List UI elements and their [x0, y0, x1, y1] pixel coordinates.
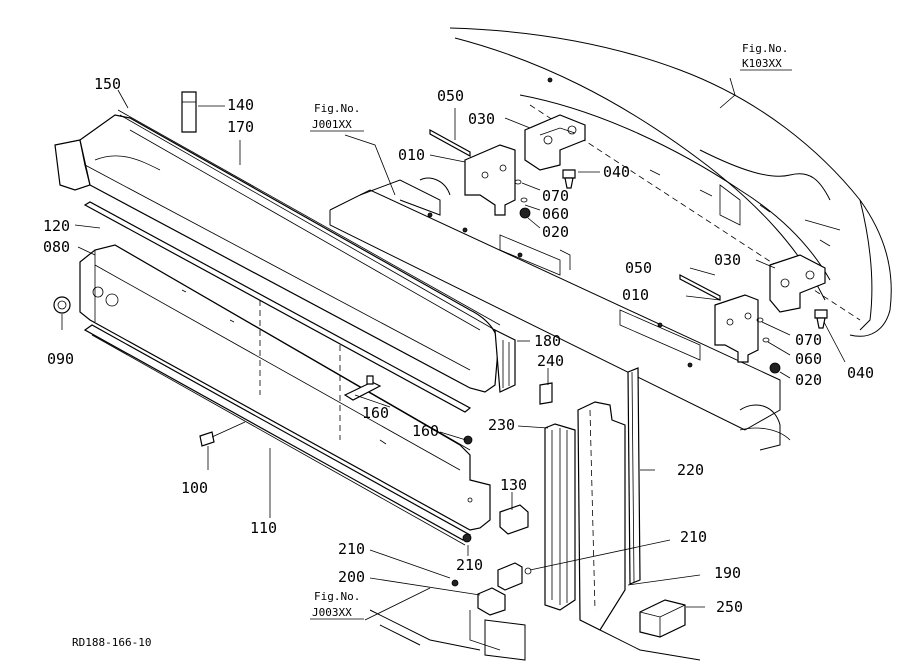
cab-shell-outline	[449, 27, 892, 337]
callout-010-lower: 010	[622, 286, 649, 304]
lower-hinge-assembly	[679, 254, 828, 374]
callout-050-lower: 050	[625, 259, 652, 277]
part-250-block	[639, 599, 686, 638]
callout-050-upper: 050	[437, 87, 464, 105]
part-090-knob	[53, 296, 71, 314]
callout-190: 190	[714, 564, 741, 582]
top-long-panel	[54, 109, 516, 393]
callout-210-left: 210	[338, 540, 365, 558]
callout-240: 240	[537, 352, 564, 370]
callout-020-upper: 020	[542, 223, 569, 241]
callout-180: 180	[534, 332, 561, 350]
door-seal-220	[627, 367, 641, 585]
callout-040-upper: 040	[603, 163, 630, 181]
part-100-bolt	[199, 421, 246, 447]
upper-hinge-assembly	[429, 77, 586, 219]
lower-frame-outline	[369, 427, 791, 661]
callout-100: 100	[181, 479, 208, 497]
figure-references: Fig.No. K103XX Fig.No. J001XX Fig.No. J0…	[310, 42, 792, 620]
callout-120: 120	[43, 217, 70, 235]
callout-110: 110	[250, 519, 277, 537]
callout-150: 150	[94, 75, 121, 93]
callout-030-lower: 030	[714, 251, 741, 269]
callout-250: 250	[716, 598, 743, 616]
fig-ref-j003-label: Fig.No.	[314, 590, 360, 603]
part-120-rod	[83, 201, 472, 413]
small-parts	[343, 375, 529, 543]
fig-ref-k103-label: Fig.No.	[742, 42, 788, 55]
callout-160-lower: 160	[412, 422, 439, 440]
fig-ref-j003-number: J003XX	[312, 606, 352, 619]
callout-030-upper: 030	[468, 110, 495, 128]
callout-labels: 150 140 170 120 080 090 100 110 050 030 …	[43, 75, 874, 616]
door-post-230	[539, 382, 576, 611]
callout-130: 130	[500, 476, 527, 494]
callout-080: 080	[43, 238, 70, 256]
callout-070-upper: 070	[542, 187, 569, 205]
fig-ref-k103-number: K103XX	[742, 57, 782, 70]
callout-020-lower: 020	[795, 371, 822, 389]
door-panel-190	[577, 401, 626, 631]
callout-140: 140	[227, 96, 254, 114]
fig-ref-j001-label: Fig.No.	[314, 102, 360, 115]
callout-210-mid: 210	[456, 556, 483, 574]
callout-210-right: 210	[680, 528, 707, 546]
callout-090: 090	[47, 350, 74, 368]
callout-160-upper: 160	[362, 404, 389, 422]
callout-070-lower: 070	[795, 331, 822, 349]
part-140-block	[181, 91, 197, 133]
lower-panel-080	[79, 244, 491, 531]
callout-060-upper: 060	[542, 205, 569, 223]
callout-040-lower: 040	[847, 364, 874, 382]
bottom-brackets	[451, 562, 532, 661]
callout-060-lower: 060	[795, 350, 822, 368]
callout-220: 220	[677, 461, 704, 479]
callout-230: 230	[488, 416, 515, 434]
callout-200: 200	[338, 568, 365, 586]
callout-170: 170	[227, 118, 254, 136]
frame-rail	[329, 177, 781, 451]
drawing-code: RD188-166-10	[72, 636, 151, 649]
leader-lines	[61, 77, 846, 621]
callout-010-upper: 010	[398, 146, 425, 164]
fig-ref-j001-number: J001XX	[312, 118, 352, 131]
